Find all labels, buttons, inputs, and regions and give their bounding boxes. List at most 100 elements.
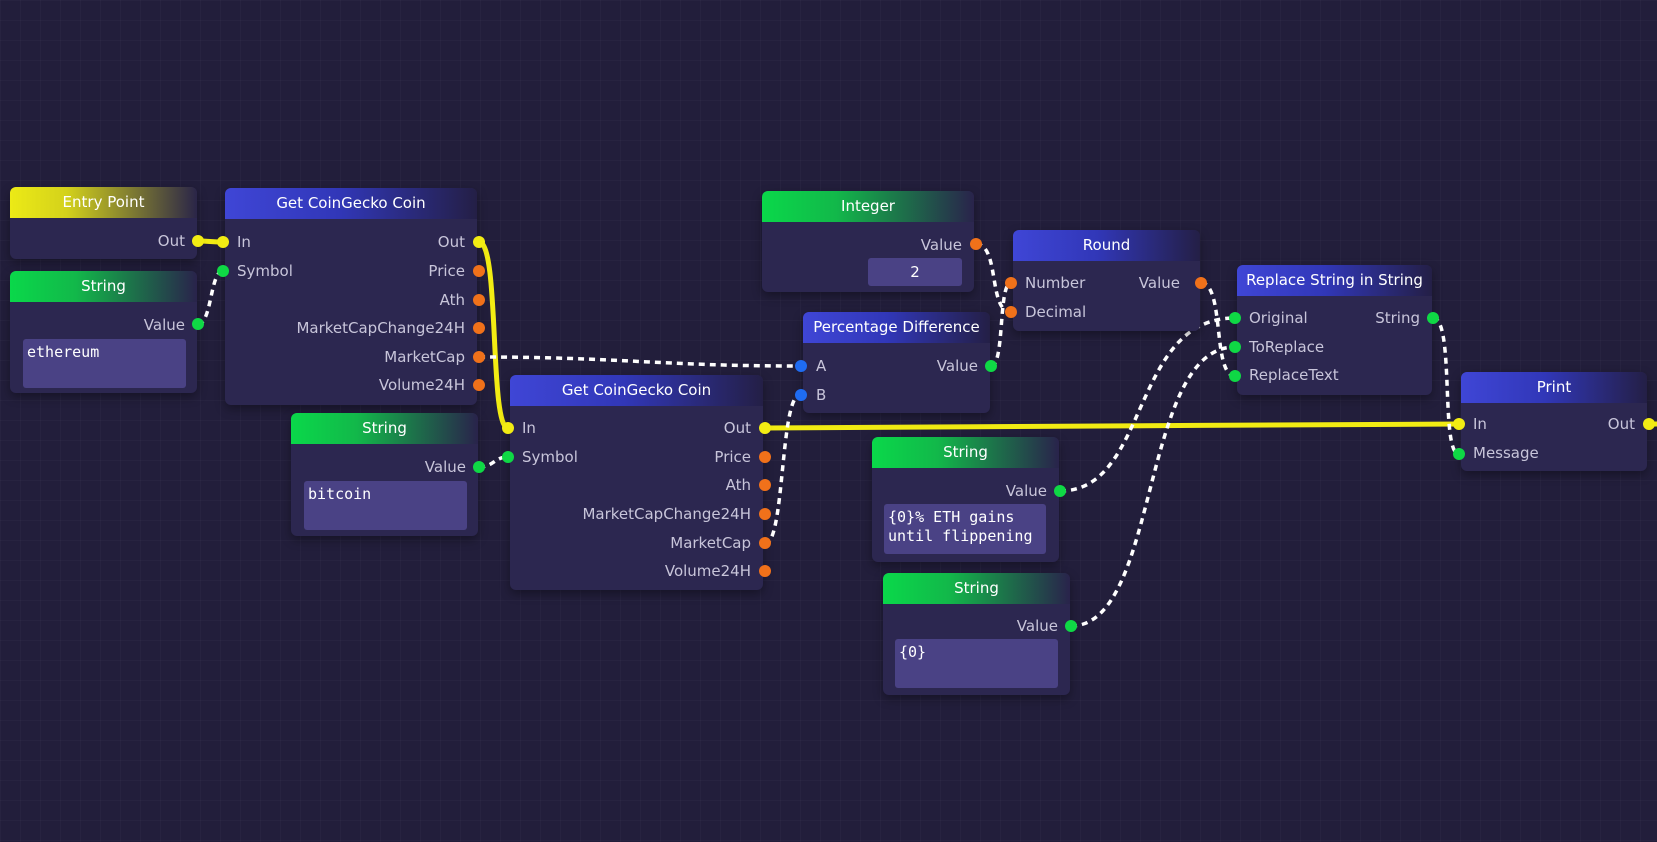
get-coingecko-coin-node[interactable]: Get CoinGecko Coin In Symbol Out Price A…: [510, 375, 763, 590]
number-in-port[interactable]: [1005, 277, 1017, 289]
volume24h-out-port[interactable]: [759, 565, 771, 577]
exec-out-port[interactable]: [473, 236, 485, 248]
exec-wire-coingecko2-to-print[interactable]: [764, 421, 1460, 431]
marketcapchange24h-out-port[interactable]: [473, 322, 485, 334]
data-wire-ethereum-to-symbol[interactable]: [197, 269, 224, 326]
node-header[interactable]: Entry Point: [10, 187, 197, 218]
out-label: Out: [723, 419, 751, 437]
price-out-port[interactable]: [759, 451, 771, 463]
exec-wire-coingecko1-to-coingecko2[interactable]: [477, 239, 510, 431]
string-node-ethereum[interactable]: String Value ethereum: [10, 271, 197, 393]
data-wire-round-to-replacetext[interactable]: [1200, 281, 1236, 378]
a-in-port[interactable]: [795, 360, 807, 372]
data-wire-msg-to-original[interactable]: [1059, 316, 1236, 493]
string-label: String: [1375, 309, 1420, 327]
replacetext-label: ReplaceText: [1249, 366, 1339, 384]
ath-out-port[interactable]: [473, 294, 485, 306]
marketcap-out-port[interactable]: [473, 351, 485, 363]
exec-in-port[interactable]: [1453, 418, 1465, 430]
node-header[interactable]: Get CoinGecko Coin: [225, 188, 477, 219]
in-label: In: [1473, 415, 1487, 433]
string-out-port[interactable]: [1065, 620, 1077, 632]
node-header[interactable]: String: [872, 437, 1059, 468]
round-node[interactable]: Round Number Decimal Value: [1013, 230, 1200, 331]
node-header[interactable]: Percentage Difference: [803, 312, 990, 343]
string-value-input[interactable]: bitcoin: [304, 481, 467, 530]
toreplace-label: ToReplace: [1249, 338, 1325, 356]
data-wire-token-to-toreplace[interactable]: [1070, 345, 1236, 628]
string-value-input[interactable]: ethereum: [23, 339, 186, 388]
data-wire-replace-to-message[interactable]: [1432, 316, 1460, 456]
symbol-in-port[interactable]: [502, 451, 514, 463]
value-label: Value: [1138, 274, 1180, 292]
original-label: Original: [1249, 309, 1308, 327]
value-out-port[interactable]: [1195, 277, 1207, 289]
string-value-input[interactable]: {0}: [895, 639, 1058, 688]
string-out-port[interactable]: [1054, 485, 1066, 497]
message-in-port[interactable]: [1453, 448, 1465, 460]
marketcapchange24h-out-port[interactable]: [759, 508, 771, 520]
data-wire-percentage-to-number[interactable]: [990, 281, 1012, 368]
exec-in-port[interactable]: [502, 422, 514, 434]
node-header[interactable]: Round: [1013, 230, 1200, 261]
node-header[interactable]: Replace String in String: [1237, 265, 1432, 296]
decimal-label: Decimal: [1025, 303, 1087, 321]
ath-label: Ath: [439, 291, 465, 309]
integer-node[interactable]: Integer Value 2: [762, 191, 974, 292]
b-label: B: [816, 386, 827, 404]
string-node-message[interactable]: String Value {0}% ETH gains until flippe…: [872, 437, 1059, 562]
value-label: Value: [920, 236, 962, 254]
node-header[interactable]: Integer: [762, 191, 974, 222]
node-header[interactable]: Print: [1461, 372, 1647, 403]
in-label: In: [522, 419, 536, 437]
a-label: A: [816, 357, 827, 375]
out-label: Out: [157, 232, 185, 250]
integer-value-input[interactable]: 2: [868, 258, 962, 286]
string-out-port[interactable]: [473, 461, 485, 473]
exec-out-port[interactable]: [759, 422, 771, 434]
exec-out-port[interactable]: [1643, 418, 1655, 430]
node-header[interactable]: String: [883, 573, 1070, 604]
marketcap-out-port[interactable]: [759, 537, 771, 549]
string-out-port[interactable]: [192, 318, 204, 330]
marketcapchange24h-label: MarketCapChange24H: [296, 319, 465, 337]
price-label: Price: [714, 448, 751, 466]
price-label: Price: [428, 262, 465, 280]
value-out-port[interactable]: [985, 360, 997, 372]
value-label: Value: [1016, 617, 1058, 635]
exec-out-port[interactable]: [192, 235, 204, 247]
ath-out-port[interactable]: [759, 479, 771, 491]
exec-in-port[interactable]: [217, 236, 229, 248]
string-node-bitcoin[interactable]: String Value bitcoin: [291, 413, 478, 536]
price-out-port[interactable]: [473, 265, 485, 277]
volume24h-out-port[interactable]: [473, 379, 485, 391]
volume24h-label: Volume24H: [664, 562, 751, 580]
decimal-in-port[interactable]: [1005, 306, 1017, 318]
entry-point-node[interactable]: Entry Point Out: [10, 187, 197, 259]
out-label: Out: [1607, 415, 1635, 433]
string-out-port[interactable]: [1427, 312, 1439, 324]
value-out-port[interactable]: [970, 238, 982, 250]
print-node[interactable]: Print In Message Out: [1461, 372, 1647, 471]
b-in-port[interactable]: [795, 389, 807, 401]
node-header[interactable]: String: [291, 413, 478, 444]
data-wire-marketcap2-to-b[interactable]: [764, 393, 801, 546]
ath-label: Ath: [725, 476, 751, 494]
toreplace-in-port[interactable]: [1229, 341, 1241, 353]
node-header[interactable]: String: [10, 271, 197, 302]
node-header[interactable]: Get CoinGecko Coin: [510, 375, 763, 406]
string-node-token[interactable]: String Value {0}: [883, 573, 1070, 695]
string-value-input[interactable]: {0}% ETH gains until flippening: [884, 504, 1046, 554]
in-label: In: [237, 233, 251, 251]
message-label: Message: [1473, 444, 1539, 462]
percentage-difference-node[interactable]: Percentage Difference A B Value: [803, 312, 990, 413]
number-label: Number: [1025, 274, 1086, 292]
get-coingecko-coin-node[interactable]: Get CoinGecko Coin In Symbol Out Price A…: [225, 188, 477, 405]
replacetext-in-port[interactable]: [1229, 370, 1241, 382]
volume24h-label: Volume24H: [378, 376, 465, 394]
symbol-in-port[interactable]: [217, 265, 229, 277]
data-wire-marketcap-to-a[interactable]: [478, 355, 801, 368]
replace-string-node[interactable]: Replace String in String Original ToRepl…: [1237, 265, 1432, 395]
original-in-port[interactable]: [1229, 312, 1241, 324]
